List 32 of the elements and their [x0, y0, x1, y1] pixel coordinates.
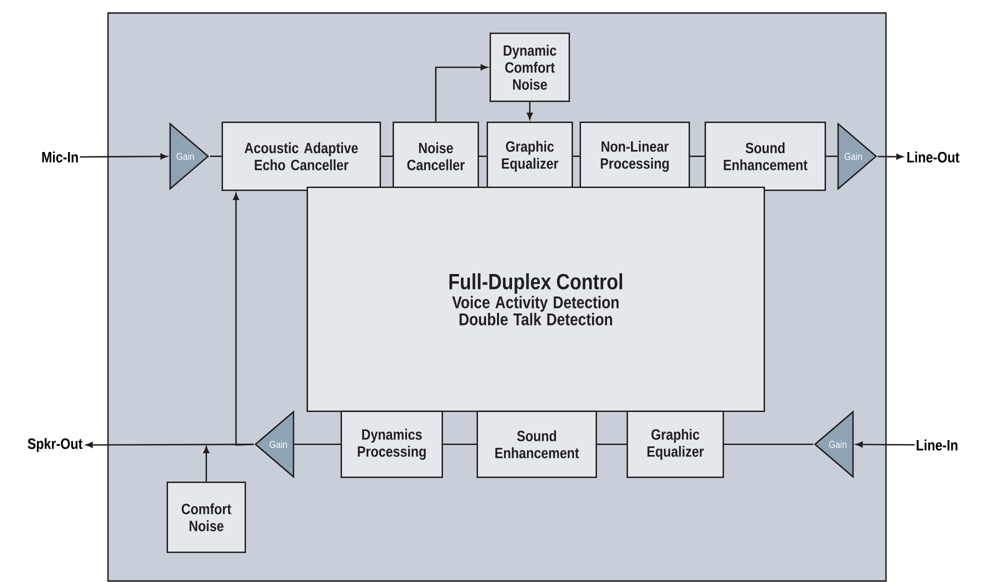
port-label: Spkr-Out: [28, 438, 82, 452]
arrow: [80, 153, 168, 160]
process-box: Acoustic Adaptive Echo Canceller: [222, 122, 381, 191]
connector-line: [210, 156, 222, 157]
port-label: Line-Out: [907, 152, 960, 162]
process-box: Dynamic Comfort Noise: [490, 32, 570, 102]
process-box: Sound Enhancement: [476, 410, 597, 478]
connector-line: [690, 156, 705, 157]
arrow: [526, 102, 533, 120]
arrow: [878, 154, 904, 160]
connector-line: [597, 444, 627, 445]
connector-line: [294, 444, 341, 445]
connector-line: [381, 156, 393, 157]
arrow: [233, 193, 254, 446]
arrow: [86, 442, 254, 448]
arrow: [435, 64, 488, 122]
connector-line: [573, 156, 580, 157]
process-box: Graphic Equalizer: [626, 410, 724, 478]
process-box: Comfort Noise: [166, 482, 246, 553]
process-box: Noise Canceller: [392, 122, 479, 191]
arrow: [203, 446, 210, 482]
connector-line: [826, 156, 838, 157]
process-box: Sound Enhancement: [704, 122, 826, 191]
arrow: [856, 442, 915, 448]
process-box: Non-Linear Processing: [580, 122, 690, 191]
process-box: Graphic Equalizer: [486, 122, 573, 191]
connector-line: [724, 444, 814, 445]
connector-line: [443, 444, 477, 445]
connector-line: [479, 156, 487, 157]
port-label: Mic-In: [42, 152, 78, 162]
process-box: Dynamics Processing: [340, 410, 443, 478]
port-label: Line-In: [916, 440, 958, 450]
